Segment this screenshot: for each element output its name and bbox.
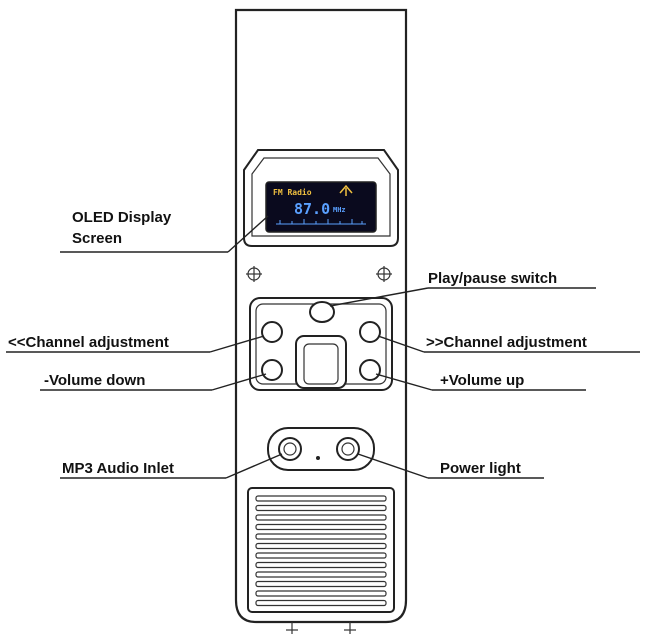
center-button[interactable] <box>295 335 347 389</box>
volume-up-button[interactable] <box>359 359 381 381</box>
speaker-grille-slots <box>255 495 387 607</box>
grille-slot <box>255 599 387 607</box>
volume-down-button[interactable] <box>261 359 283 381</box>
leader-line-power-light-diag <box>357 453 429 479</box>
channel-prev-button[interactable] <box>261 321 283 343</box>
label-audio-inlet: MP3 Audio Inlet <box>62 460 174 477</box>
leader-line-channel-prev-diag <box>209 335 265 353</box>
oled-mode-text: FM Radio <box>273 187 312 197</box>
grille-slot <box>255 514 387 521</box>
grille-slot <box>255 542 387 550</box>
oled-display: FM Radio 87.0 MHz <box>243 149 399 247</box>
leader-line-oled-diag <box>227 215 269 253</box>
label-oled-line1: OLED Display <box>72 209 172 226</box>
grille-slot <box>255 561 387 569</box>
grille-slot <box>255 533 387 540</box>
label-play-pause: Play/pause switch <box>428 270 557 287</box>
grille-slot <box>255 580 387 588</box>
speaker-grille <box>247 487 395 613</box>
indicator-dot <box>316 456 320 460</box>
label-channel-prev: <<Channel adjustment <box>8 334 169 351</box>
screw-icon-left <box>246 266 262 282</box>
grille-slot <box>255 590 387 597</box>
signal-icon <box>339 184 353 196</box>
audio-inlet-port[interactable] <box>278 437 302 461</box>
leader-lines <box>6 215 640 479</box>
grille-slot <box>255 495 387 502</box>
channel-next-button[interactable] <box>359 321 381 343</box>
leader-line-audio-inlet-diag <box>225 453 283 479</box>
label-volume-up: +Volume up <box>440 372 524 389</box>
label-oled-line2: Screen <box>72 230 122 247</box>
leader-line-channel-next-diag <box>377 335 425 353</box>
power-light <box>336 437 360 461</box>
grille-slot <box>255 523 387 531</box>
label-volume-down: -Volume down <box>44 372 145 389</box>
oled-frequency-text: 87.0 <box>294 200 330 218</box>
label-power-light: Power light <box>440 460 521 477</box>
grille-slot <box>255 571 387 578</box>
grille-slot <box>255 504 387 512</box>
label-channel-next: >>Channel adjustment <box>426 334 587 351</box>
leader-line-play-pause-diag <box>329 287 429 307</box>
play-pause-button[interactable] <box>309 301 335 323</box>
grille-slot <box>255 552 387 559</box>
oled-unit-text: MHz <box>333 206 346 214</box>
oled-tuning-scale <box>276 219 366 225</box>
screw-icon-right <box>376 266 392 282</box>
leader-line-volume-up-diag <box>375 373 433 391</box>
oled-screen <box>265 181 377 233</box>
leader-line-volume-down-diag <box>211 373 267 391</box>
